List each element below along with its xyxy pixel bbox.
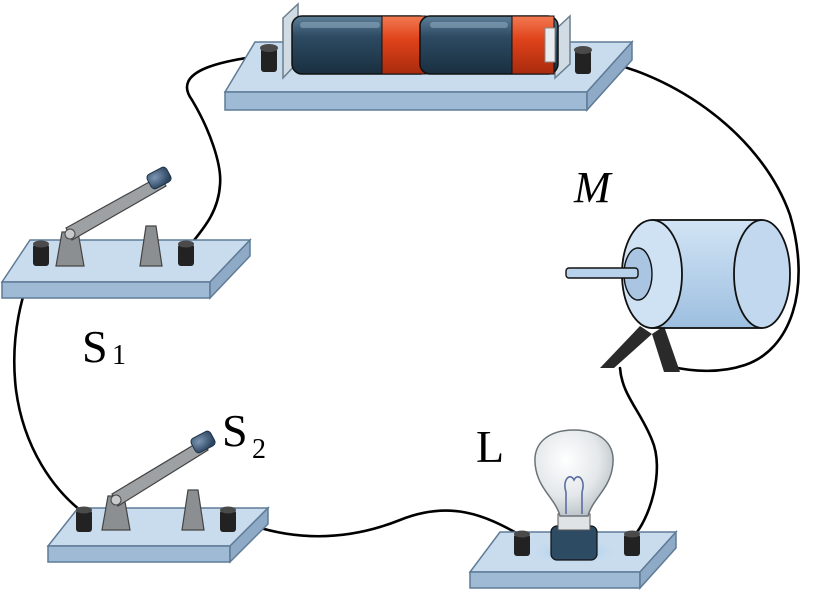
switch-s1: S 1 (0, 166, 252, 372)
battery-board-side (224, 91, 588, 111)
switch2-pivot (110, 494, 122, 506)
switch-s2: S 2 (46, 405, 270, 564)
lamp-label: L (476, 421, 504, 472)
wire-lamp-to-motor (618, 366, 659, 540)
battery-assembly (223, 2, 634, 112)
switch1-board-end (209, 238, 251, 300)
lamp-l: L (468, 421, 678, 590)
switch1-pivot (64, 228, 76, 240)
battery-cell-right (419, 15, 559, 75)
switch1-terminal-right (178, 240, 194, 266)
battery-board-end (586, 40, 633, 112)
lamp-board-end (639, 530, 677, 590)
lamp-socket (550, 513, 598, 561)
switch2-handle-knob (190, 430, 216, 454)
lamp-terminal-right (624, 530, 640, 556)
switch1-handle-knob (146, 166, 172, 190)
wire-switch2-to-lamp (224, 509, 522, 538)
motor-body (621, 219, 791, 329)
battery-terminal-right (574, 46, 592, 74)
motor-label: M (573, 163, 613, 212)
switch2-label: S (222, 405, 248, 456)
switch2-terminal-right (220, 506, 236, 532)
switch2-label-subscript: 2 (252, 434, 266, 465)
switch1-board-side (1, 281, 211, 299)
battery-cell-left (291, 15, 431, 75)
switch1-label-subscript: 1 (112, 340, 126, 371)
wire-battery-to-motor (582, 56, 800, 373)
switch1-label: S (82, 321, 108, 372)
lamp-bulb-glass (534, 429, 614, 517)
lamp-terminal-left (514, 530, 530, 556)
switch1-contact-clip (139, 225, 163, 267)
switch2-terminal-left (76, 506, 92, 532)
switch2-board-side (47, 545, 231, 563)
motor-shaft (565, 267, 639, 279)
switch1-terminal-left (33, 240, 49, 266)
lamp-filament (564, 476, 584, 514)
motor-m: M (565, 163, 791, 372)
switch2-contact-clip (181, 489, 205, 531)
battery-terminal-left (260, 44, 278, 72)
wire-battery-to-switch1 (185, 53, 270, 250)
lamp-board-side (469, 571, 641, 589)
switch2-board-end (229, 506, 269, 564)
motor-legs (600, 326, 680, 372)
